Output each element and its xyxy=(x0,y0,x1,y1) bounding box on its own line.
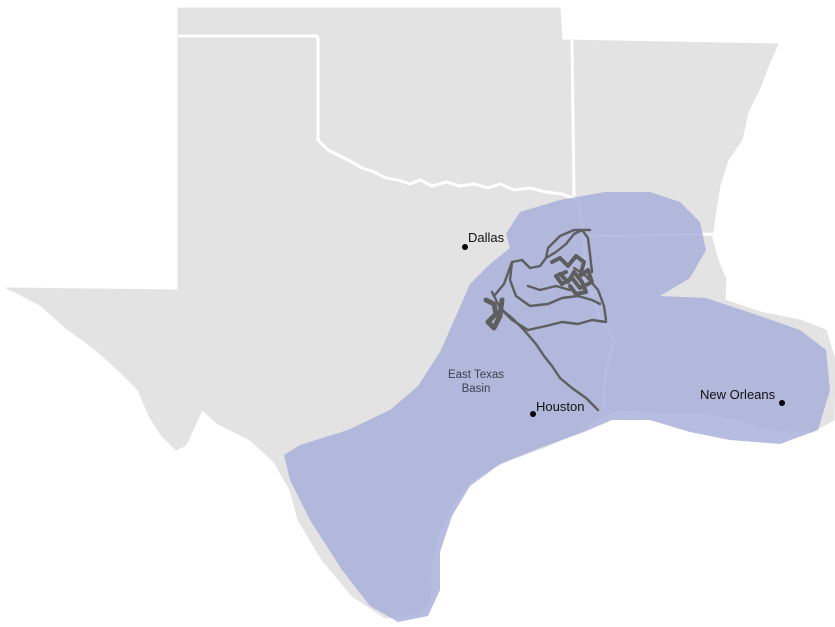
basin-label-line2: Basin xyxy=(462,383,491,395)
pipeline-network xyxy=(483,228,608,412)
pipeline-west-loop xyxy=(492,228,594,298)
new-orleans-label: New Orleans xyxy=(700,387,776,402)
dallas-label: Dallas xyxy=(468,230,505,245)
houston-label: Houston xyxy=(536,399,584,414)
pipeline-connector xyxy=(526,284,572,292)
pipeline-south-branch xyxy=(498,306,608,332)
dallas-marker xyxy=(462,244,468,250)
pipeline-north-branch xyxy=(544,228,592,260)
houston-marker xyxy=(530,411,536,417)
land-mass xyxy=(5,7,835,619)
pipeline-cluster-east xyxy=(550,254,594,290)
texas-oklahoma-border xyxy=(316,36,579,202)
oklahoma-arkansas-border xyxy=(570,39,576,197)
pipeline-cluster-west xyxy=(483,297,505,331)
basin-region xyxy=(284,192,830,622)
basin-label-line1: East Texas xyxy=(448,369,504,381)
new-orleans-marker xyxy=(779,400,785,406)
pipeline-central-branch xyxy=(508,260,602,308)
pipeline-cluster-east-dense xyxy=(558,270,588,296)
